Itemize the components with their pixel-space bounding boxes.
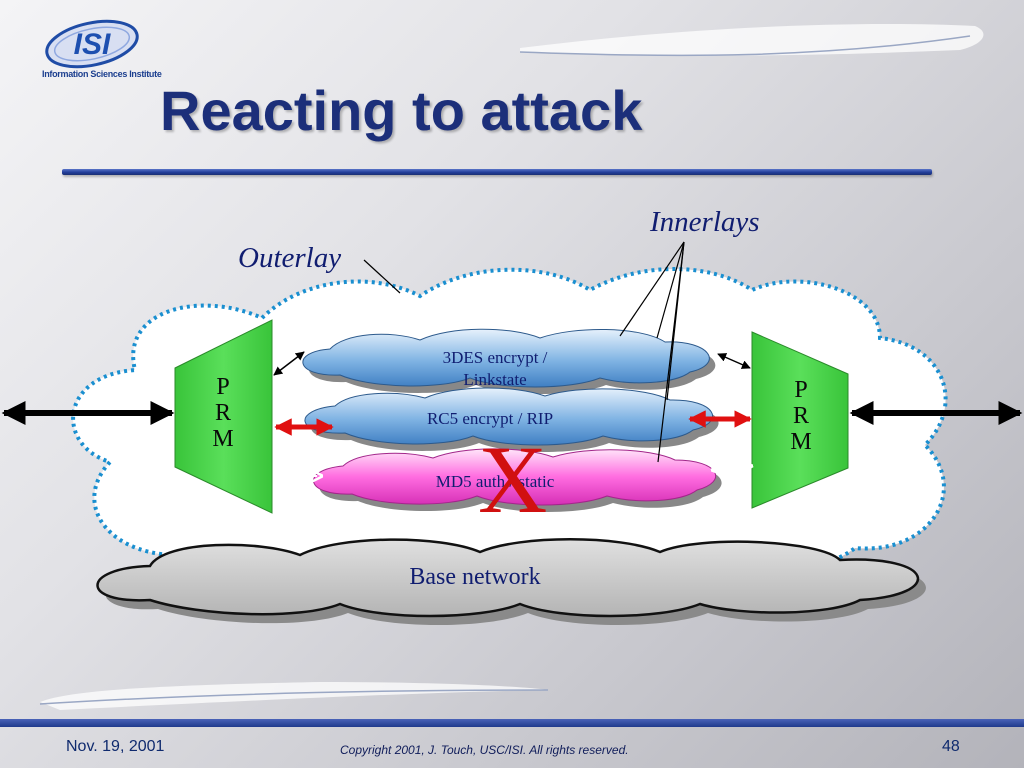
- prm-right-letter: R: [792, 403, 809, 429]
- rc5-cloud-label: RC5 encrypt / RIP: [426, 409, 554, 428]
- outerlay-callout: [363, 259, 401, 294]
- prm-left-letter: P: [216, 374, 230, 400]
- base-network-label: Base network: [409, 564, 541, 590]
- isi-logo: ISI: [45, 19, 139, 69]
- title-underline: [62, 169, 932, 175]
- prm-right-letter: P: [794, 377, 808, 403]
- innerlays-callout-4: [657, 241, 685, 463]
- right-md5-arrow: [712, 466, 752, 470]
- prm-left-letter: R: [214, 400, 231, 426]
- innerlays-callout-1: [619, 241, 685, 337]
- footer-copyright: Copyright 2001, J. Touch, USC/ISI. All r…: [340, 743, 629, 757]
- prm-right-label: P R M: [781, 377, 821, 455]
- innerlays-label: Innerlays: [650, 206, 760, 238]
- md5-cloud-label: MD5 auth / static: [435, 472, 555, 491]
- innerlays-callout-2: [656, 241, 685, 339]
- prm-left-box: [174, 319, 273, 514]
- des-label-line2: Linkstate: [463, 370, 527, 389]
- prm-left-label: P R M: [203, 374, 243, 452]
- footer-date: Nov. 19, 2001: [66, 738, 165, 755]
- des-label-line1: 3DES encrypt /: [442, 348, 548, 367]
- slide-title: Reacting to attack: [160, 79, 643, 142]
- des-cloud: [302, 328, 716, 394]
- prm-right-letter: M: [790, 429, 812, 455]
- logo-mark: ISI: [74, 28, 111, 61]
- page-number: 48: [942, 738, 960, 755]
- attack-x-mark: X: [478, 426, 548, 533]
- prm-right-box: [751, 331, 849, 509]
- outerlay-label: Outerlay: [238, 242, 342, 274]
- logo-subtitle: Information Sciences Institute: [42, 69, 162, 79]
- des-cloud-label: 3DES encrypt / Linkstate: [360, 347, 630, 391]
- base-network-cloud: [96, 538, 926, 625]
- footer-rule: [0, 719, 1024, 727]
- left-des-arrow: [273, 351, 305, 376]
- prm-left-letter: M: [212, 426, 234, 452]
- md5-cloud: [313, 448, 722, 512]
- right-des-arrow: [717, 353, 751, 369]
- rc5-cloud: [304, 387, 719, 452]
